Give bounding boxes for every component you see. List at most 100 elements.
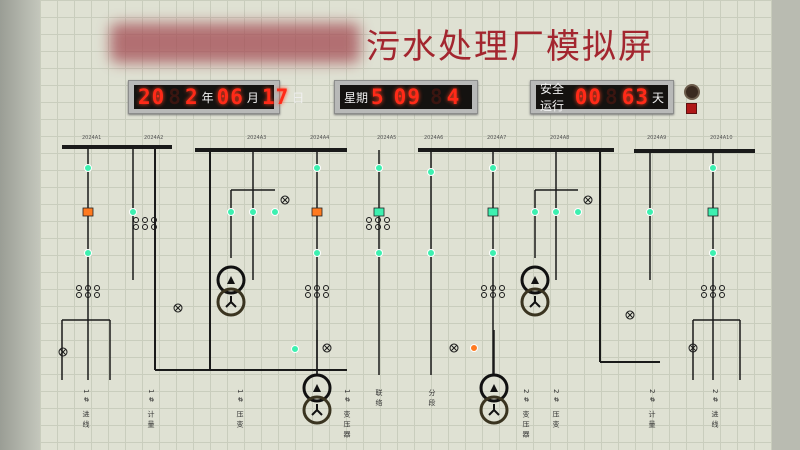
ct-symbol xyxy=(710,292,716,298)
bay-label: 2# 进线 xyxy=(711,389,719,431)
title-text: 污水处理厂模拟屏 xyxy=(366,26,654,67)
ct-symbol xyxy=(481,285,487,291)
safety-label: 安全运行 xyxy=(540,82,565,113)
lamp-cross xyxy=(281,196,289,204)
wye-symbol xyxy=(529,296,541,308)
ct-symbol xyxy=(366,224,372,230)
bay-code: 2024A4 xyxy=(310,135,330,141)
status-led xyxy=(427,249,435,257)
status-led xyxy=(375,164,383,172)
ct-symbol xyxy=(142,224,148,230)
ct-symbol xyxy=(384,217,390,223)
blurred-name xyxy=(110,23,360,63)
ct-symbol xyxy=(314,292,320,298)
minute-digit: 4 xyxy=(446,85,461,109)
lamp-icon xyxy=(322,343,332,353)
status-led xyxy=(427,168,435,176)
ct-symbol xyxy=(305,285,311,291)
breaker-indicator xyxy=(487,207,499,217)
ct-symbol xyxy=(133,224,139,230)
bay-label: 2# 计量 xyxy=(648,389,656,431)
weekday-digit: 5 xyxy=(371,85,385,109)
status-led xyxy=(271,208,279,216)
year-digit: 2 xyxy=(184,85,199,109)
bay-code: 2024A3 xyxy=(247,135,267,141)
days-digits-a: 00 xyxy=(574,85,603,109)
breaker-indicator xyxy=(373,207,385,217)
ct-symbol xyxy=(490,292,496,298)
dim-digit: 8 xyxy=(168,85,182,109)
delta-symbol xyxy=(227,276,235,284)
breaker-indicator xyxy=(82,207,94,217)
ct-symbol xyxy=(701,292,707,298)
ct-symbol xyxy=(375,224,381,230)
bay-label: 1# 压变 xyxy=(236,389,244,431)
board-title: 污水处理厂模拟屏 xyxy=(110,18,654,68)
bay-code: 2024A8 xyxy=(550,135,570,141)
dim-digit: 8 xyxy=(429,85,444,109)
ct-symbol xyxy=(481,292,487,298)
bay-code: 2024A2 xyxy=(144,135,164,141)
status-led xyxy=(470,344,478,352)
days-unit: 天 xyxy=(651,90,664,105)
ct-symbol xyxy=(375,217,381,223)
ct-symbol xyxy=(701,285,707,291)
safety-days-display: 安全运行 00 8 63 天 xyxy=(530,80,674,114)
transformer-secondary xyxy=(520,287,550,317)
status-led xyxy=(709,249,717,257)
wye-symbol xyxy=(225,296,237,308)
ct-symbol xyxy=(85,292,91,298)
bay-label: 2# 变压器 xyxy=(522,389,530,441)
year-unit: 年 xyxy=(201,90,214,105)
ct-symbol xyxy=(323,292,329,298)
year-digits: 20 xyxy=(138,85,166,109)
wye-symbol xyxy=(311,404,323,416)
ct-symbol xyxy=(151,217,157,223)
bay-label: 1# 计量 xyxy=(147,389,155,431)
transformer-secondary xyxy=(479,395,509,425)
status-led xyxy=(489,164,497,172)
status-led xyxy=(552,208,560,216)
lamp-icon xyxy=(625,310,635,320)
ct-symbol xyxy=(366,217,372,223)
lamp-icon xyxy=(58,347,68,357)
wall-right xyxy=(772,0,800,450)
hour-digits: 09 xyxy=(393,85,421,109)
status-led xyxy=(313,249,321,257)
ct-symbol xyxy=(94,285,100,291)
status-led xyxy=(375,249,383,257)
indicator-knob[interactable] xyxy=(684,84,700,100)
lamp-cross xyxy=(174,304,182,312)
ct-symbol xyxy=(719,292,725,298)
days-digits-b: 63 xyxy=(621,85,649,109)
bay-label: 联络 xyxy=(375,389,383,409)
wall-left xyxy=(0,0,40,450)
status-led xyxy=(84,249,92,257)
delta-symbol xyxy=(531,276,539,284)
weekday-time-display: 星期 5 09 8 4 xyxy=(334,80,478,114)
ct-symbol xyxy=(499,285,505,291)
ct-symbol xyxy=(710,285,716,291)
lamp-icon xyxy=(583,195,593,205)
lamp-cross xyxy=(323,344,331,352)
transformer-secondary xyxy=(216,287,246,317)
ct-symbol xyxy=(76,292,82,298)
lamp-icon xyxy=(173,303,183,313)
lamp-icon xyxy=(280,195,290,205)
transformer-primary xyxy=(216,265,246,295)
status-led xyxy=(129,208,137,216)
ct-symbol xyxy=(719,285,725,291)
ct-symbol xyxy=(151,224,157,230)
lamp-cross xyxy=(450,344,458,352)
status-led xyxy=(709,164,717,172)
bay-code: 2024A7 xyxy=(487,135,507,141)
transformer-secondary xyxy=(302,395,332,425)
bay-code: 2024A10 xyxy=(710,135,733,141)
ct-symbol xyxy=(323,285,329,291)
status-led xyxy=(249,208,257,216)
day-digits: 17 xyxy=(261,85,290,109)
bay-label: 2# 压变 xyxy=(552,389,560,431)
wye-symbol xyxy=(488,404,500,416)
red-button[interactable] xyxy=(686,103,697,114)
